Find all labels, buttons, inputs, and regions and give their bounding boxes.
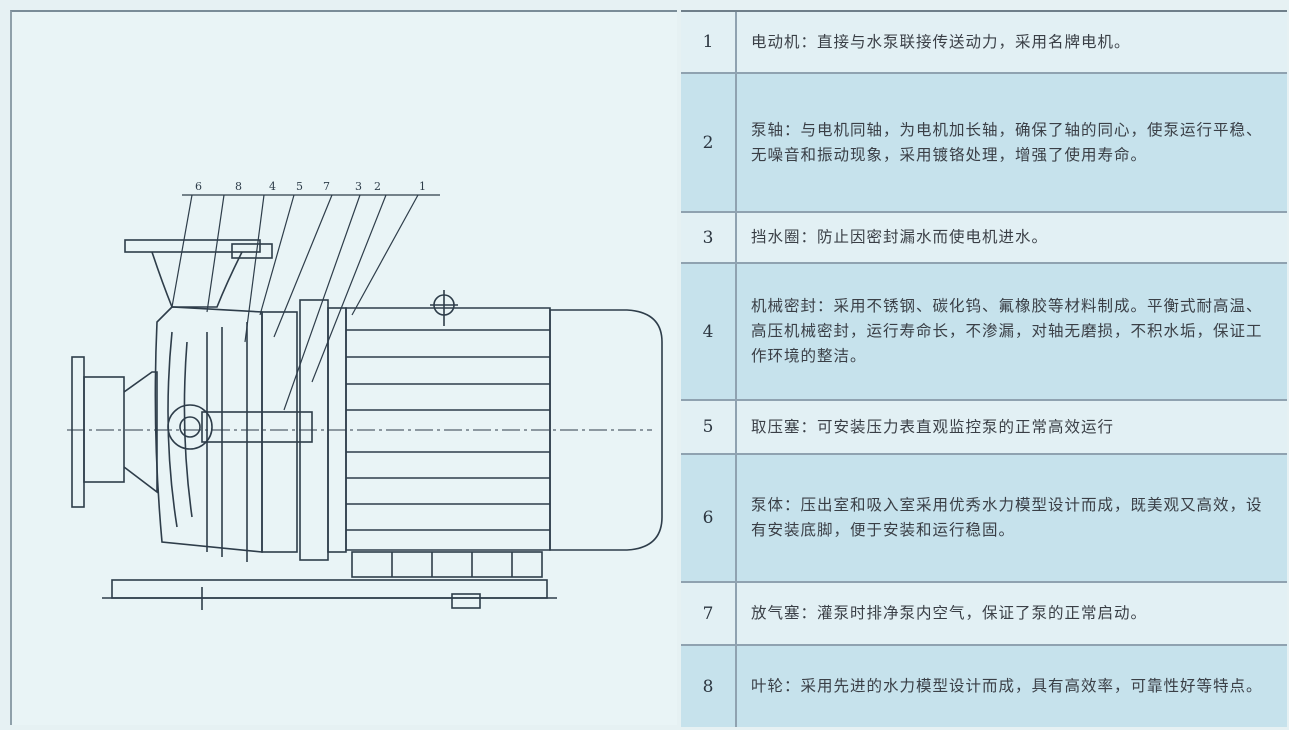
part-number: 6	[681, 455, 737, 581]
callout-6: 6	[195, 180, 202, 193]
table-row: 5 取压塞：可安装压力表直观监控泵的正常高效运行	[681, 401, 1287, 455]
callout-2: 2	[374, 180, 381, 193]
suction-inlet	[71, 356, 158, 508]
table-row: 4 机械密封：采用不锈钢、碳化钨、氟橡胶等材料制成。平衡式耐高温、高压机械密封，…	[681, 264, 1287, 401]
pump-shaft	[67, 411, 652, 443]
pump-cross-section-diagram: 6 8 4 5 7 3 2 1	[67, 180, 663, 610]
part-description: 机械密封：采用不锈钢、碳化钨、氟橡胶等材料制成。平衡式耐高温、高压机械密封，运行…	[751, 297, 1263, 365]
discharge-flange	[124, 239, 273, 308]
part-description: 叶轮：采用先进的水力模型设计而成，具有高效率，可靠性好等特点。	[751, 677, 1263, 695]
table-row: 6 泵体：压出室和吸入室采用优秀水力模型设计而成，既美观又高效，设有安装底脚，便…	[681, 455, 1287, 583]
base-feet	[102, 551, 557, 610]
part-description: 放气塞：灌泵时排净泵内空气，保证了泵的正常启动。	[751, 604, 1148, 622]
part-description: 挡水圈：防止因密封漏水而使电机进水。	[751, 228, 1049, 246]
callout-7: 7	[323, 180, 330, 193]
part-description: 电动机：直接与水泵联接传送动力，采用名牌电机。	[751, 32, 1131, 51]
part-number: 1	[681, 12, 737, 72]
callout-labels: 6 8 4 5 7 3 2 1	[195, 180, 426, 193]
callout-leaders	[171, 194, 440, 411]
callout-1: 1	[419, 180, 426, 193]
motor-body	[345, 290, 663, 551]
part-description: 取压塞：可安装压力表直观监控泵的正常高效运行	[751, 417, 1115, 436]
table-row: 1 电动机：直接与水泵联接传送动力，采用名牌电机。	[681, 12, 1287, 74]
part-description: 泵轴：与电机同轴，为电机加长轴，确保了轴的同心，使泵运行平稳、无噪音和振动现象，…	[751, 120, 1263, 164]
part-number: 8	[681, 646, 737, 727]
part-number: 3	[681, 213, 737, 262]
part-number: 2	[681, 74, 737, 211]
table-row: 8 叶轮：采用先进的水力模型设计而成，具有高效率，可靠性好等特点。	[681, 646, 1287, 727]
part-number: 7	[681, 583, 737, 644]
callout-5: 5	[296, 180, 303, 193]
part-number: 4	[681, 264, 737, 399]
part-number: 5	[681, 401, 737, 453]
volute-casing	[154, 306, 263, 562]
parts-description-table: 1 电动机：直接与水泵联接传送动力，采用名牌电机。 2 泵轴：与电机同轴，为电机…	[681, 10, 1287, 727]
callout-8: 8	[235, 180, 242, 193]
callout-4: 4	[269, 180, 276, 193]
table-row: 2 泵轴：与电机同轴，为电机加长轴，确保了轴的同心，使泵运行平稳、无噪音和振动现…	[681, 74, 1287, 213]
table-row: 3 挡水圈：防止因密封漏水而使电机进水。	[681, 213, 1287, 264]
table-row: 7 放气塞：灌泵时排净泵内空气，保证了泵的正常启动。	[681, 583, 1287, 646]
pump-diagram-panel: 6 8 4 5 7 3 2 1	[10, 10, 677, 725]
part-description: 泵体：压出室和吸入室采用优秀水力模型设计而成，既美观又高效，设有安装底脚，便于安…	[751, 496, 1263, 539]
callout-3: 3	[355, 180, 362, 193]
